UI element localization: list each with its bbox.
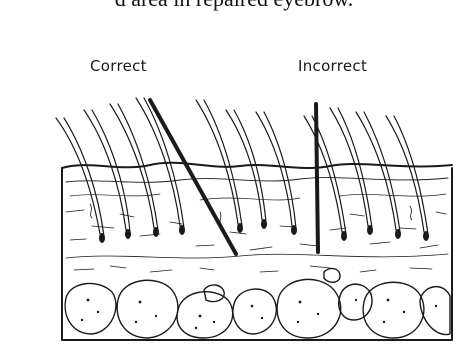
fat-cells (65, 269, 450, 338)
correct-label: Correct (90, 57, 147, 75)
incorrect-label: Incorrect (298, 57, 367, 75)
eyebrow-hairs (56, 98, 428, 236)
incorrect-angle-needle (316, 104, 318, 252)
correct-angle-needle (150, 100, 236, 254)
